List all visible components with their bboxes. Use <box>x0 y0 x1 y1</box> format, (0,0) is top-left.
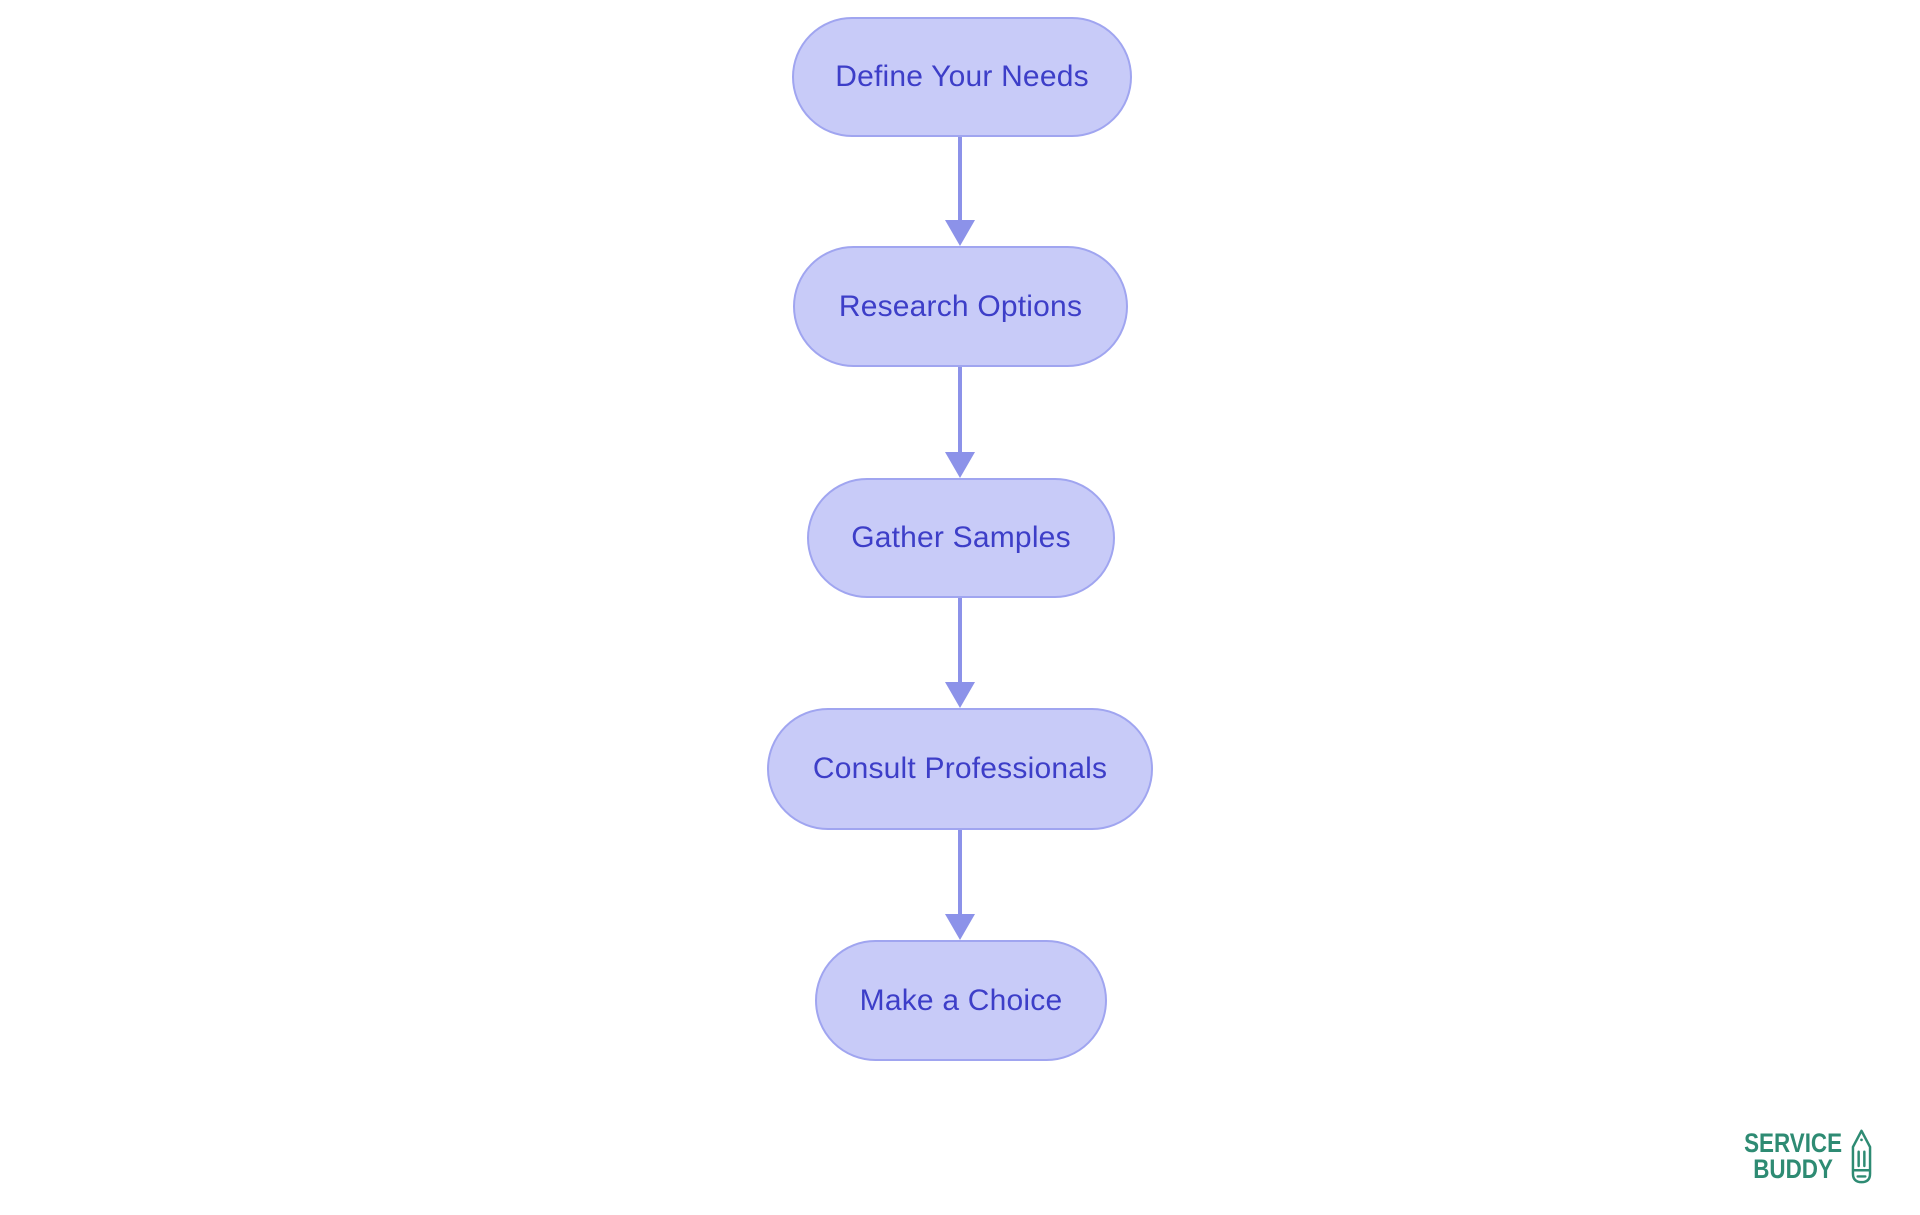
logo-line2: BUDDY <box>1753 1153 1833 1184</box>
flow-node-gather-samples: Gather Samples <box>807 478 1115 598</box>
arrow-shaft <box>958 830 962 917</box>
pencil-icon <box>1849 1128 1874 1185</box>
flow-node-research-options: Research Options <box>793 246 1128 367</box>
flow-arrow-2 <box>945 367 975 478</box>
flow-arrow-1 <box>945 137 975 246</box>
arrow-shaft <box>958 367 962 455</box>
arrow-head-icon <box>945 220 975 246</box>
arrow-head-icon <box>945 452 975 478</box>
arrow-head-icon <box>945 914 975 940</box>
logo-wordmark: SERVICE BUDDY <box>1744 1128 1842 1184</box>
arrow-shaft <box>958 598 962 685</box>
flow-arrow-3 <box>945 598 975 708</box>
flow-arrow-4 <box>945 830 975 940</box>
arrow-shaft <box>958 137 962 223</box>
flow-node-make-a-choice: Make a Choice <box>815 940 1107 1061</box>
arrow-head-icon <box>945 682 975 708</box>
service-buddy-logo: SERVICE BUDDY <box>1724 1128 1874 1185</box>
logo-line1: SERVICE <box>1744 1128 1842 1159</box>
flow-node-define-your-needs: Define Your Needs <box>792 17 1132 137</box>
flow-node-consult-professionals: Consult Professionals <box>767 708 1153 830</box>
